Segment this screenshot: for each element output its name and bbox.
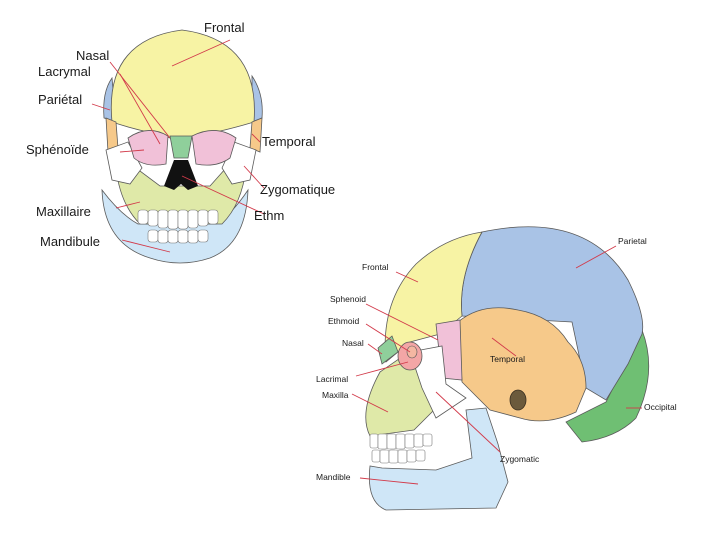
label-maxilla-side: Maxilla: [322, 390, 349, 400]
label-nasal-side: Nasal: [342, 338, 364, 348]
front-skull-svg: Frontal Nasal Lacrymal Pariétal Sphénoïd…: [26, 20, 335, 264]
label-mandible-side: Mandible: [316, 472, 351, 482]
label-sphenoid-side: Sphenoid: [330, 294, 366, 304]
label-lacrymal: Lacrymal: [38, 64, 91, 79]
lower-teeth: [147, 229, 209, 244]
label-zygomatic-side: Zygomatic: [500, 454, 540, 464]
nasal-bone: [169, 135, 193, 159]
label-temporal: Temporal: [262, 134, 316, 149]
front-view-diagram: Frontal Nasal Lacrymal Pariétal Sphénoïd…: [20, 18, 352, 270]
label-frontal-side: Frontal: [362, 262, 389, 272]
frontal-bone-side: [384, 231, 483, 363]
orbit-right: [191, 130, 237, 166]
label-nasal: Nasal: [76, 48, 109, 63]
ethmoid-bone-side: [406, 345, 418, 359]
label-ethmoid-side: Ethmoid: [328, 316, 359, 326]
label-zygomatique: Zygomatique: [260, 182, 335, 197]
label-ethmoide: Ethm: [254, 208, 284, 223]
temporal-right-bone: [249, 117, 263, 153]
nasal-bone-side: [377, 335, 399, 365]
label-maxillaire: Maxillaire: [36, 204, 91, 219]
teeth-side: [369, 433, 433, 464]
label-frontal: Frontal: [204, 20, 245, 35]
nasal-cavity: [164, 160, 198, 190]
mandible-bone-side: [368, 407, 509, 511]
label-parietal: Pariétal: [38, 92, 82, 107]
side-view-diagram: Parietal Frontal Sphenoid Ethmoid Nasal …: [286, 212, 706, 522]
side-leader-lines: [351, 245, 642, 485]
label-lacrimal-side: Lacrimal: [316, 374, 348, 384]
orbit-left: [127, 130, 169, 166]
label-temporal-side: Temporal: [490, 354, 525, 364]
upper-teeth: [137, 209, 219, 230]
label-parietal-side: Parietal: [618, 236, 647, 246]
label-occipital-side: Occipital: [644, 402, 677, 412]
front-leader-lines: [91, 39, 265, 253]
frontal-bone: [110, 29, 255, 139]
label-sphenoide: Sphénoïde: [26, 142, 89, 157]
label-mandibule: Mandibule: [40, 234, 100, 249]
zygomatic-bone-side: [409, 345, 467, 419]
ear-canal: [509, 389, 527, 411]
side-skull-svg: Parietal Frontal Sphenoid Ethmoid Nasal …: [316, 226, 677, 511]
temporal-bone-side: [457, 307, 587, 422]
